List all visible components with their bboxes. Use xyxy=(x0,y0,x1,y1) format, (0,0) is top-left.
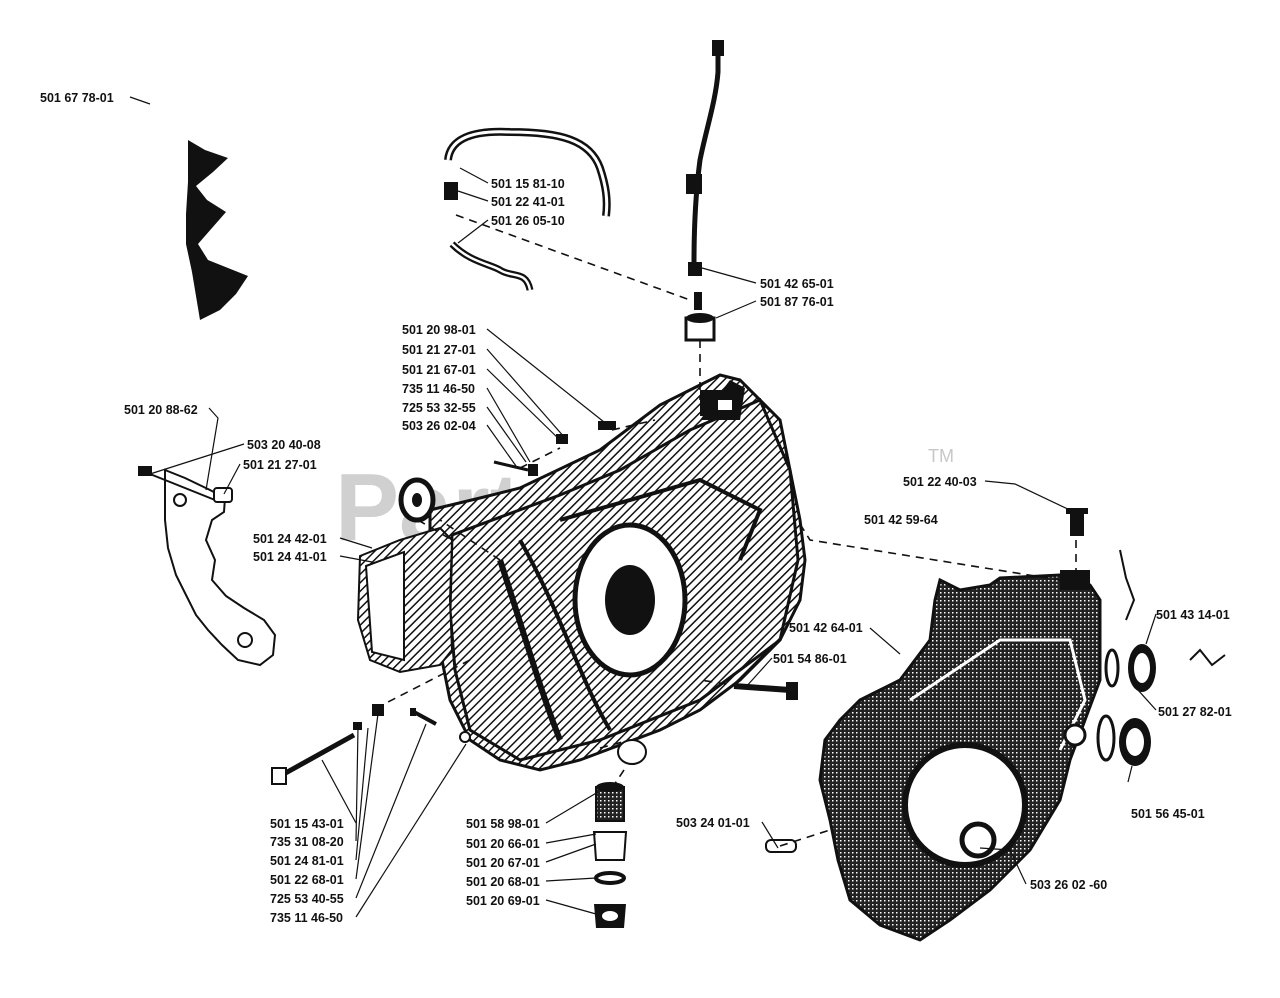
bumper-screw xyxy=(139,469,216,501)
part-number-label: 501 15 81-10 xyxy=(491,177,565,191)
main-crankcase-part xyxy=(428,373,807,772)
long-bolt-part xyxy=(280,732,356,778)
part-number-label: 501 42 65-01 xyxy=(760,277,834,291)
part-number-label: 501 58 98-01 xyxy=(466,817,540,831)
filler-top xyxy=(596,782,624,792)
plug-part xyxy=(617,739,647,765)
bumper-plate-part xyxy=(164,468,277,667)
screw-head xyxy=(410,708,416,716)
stud-part xyxy=(694,292,702,310)
part-number-label: 503 20 40-08 xyxy=(247,438,321,452)
part-number-label: 501 22 41-01 xyxy=(491,195,565,209)
bolt-head xyxy=(786,682,798,700)
spring-part xyxy=(1119,549,1136,621)
washer-hole xyxy=(412,493,422,507)
guide-plate-face xyxy=(364,550,405,662)
cable-ferrule xyxy=(688,262,702,276)
part-number-label: 501 21 67-01 xyxy=(402,363,476,377)
filter-screen-part xyxy=(592,831,628,861)
part-number-label: 501 24 42-01 xyxy=(253,532,327,546)
nut-part xyxy=(556,434,568,444)
part-number-label: 501 42 59-64 xyxy=(864,513,938,527)
bumper-screw-head xyxy=(138,466,152,476)
part-number-label: 735 11 46-50 xyxy=(270,911,343,925)
part-number-label: 501 21 27-01 xyxy=(402,343,476,357)
screw-head xyxy=(528,464,538,476)
assembly-lines xyxy=(387,214,1077,847)
bumper-hole xyxy=(237,632,253,648)
part-number-label: 501 20 69-01 xyxy=(466,894,540,908)
part-number-label: 501 15 43-01 xyxy=(270,817,344,831)
seal-inner xyxy=(1134,653,1150,683)
cable-nut xyxy=(686,174,702,194)
part-number-label: 725 53 32-55 xyxy=(402,401,476,415)
hose-fitting xyxy=(444,182,458,200)
bearing-ring xyxy=(1096,714,1116,762)
long-bolt-head xyxy=(271,767,287,785)
bumper-nut xyxy=(213,487,233,503)
part-number-label: 501 24 81-01 xyxy=(270,854,344,868)
part-number-label: 501 67 78-01 xyxy=(40,91,114,105)
part-number-label: 501 56 45-01 xyxy=(1131,807,1205,821)
small-part xyxy=(372,704,384,716)
part-number-label: 501 20 67-01 xyxy=(466,856,540,870)
part-number-label: 501 20 66-01 xyxy=(466,837,540,851)
rubber-sleeve-top xyxy=(686,313,714,323)
washer-part xyxy=(459,731,471,743)
part-number-label: 501 43 14-01 xyxy=(1156,608,1230,622)
watermark-tm: TM xyxy=(928,446,954,466)
bearing-inner xyxy=(1126,728,1144,756)
part-number-label: 501 54 86-01 xyxy=(773,652,847,666)
part-number-label: 725 53 40-55 xyxy=(270,892,344,906)
cable-end xyxy=(712,40,724,56)
part-number-label: 501 22 40-03 xyxy=(903,475,977,489)
part-number-label: 503 24 01-01 xyxy=(676,816,750,830)
right-crankcase-part xyxy=(818,570,1102,942)
part-number-label: 503 26 02-04 xyxy=(402,419,476,433)
part-number-label: 735 11 46-50 xyxy=(402,382,475,396)
cap-hole xyxy=(602,911,618,921)
part-labels: 501 67 78-01 501 15 81-10 501 22 41-01 5… xyxy=(40,91,1232,925)
bumper-hole xyxy=(173,493,187,507)
plug-top xyxy=(1066,508,1088,514)
o-ring-part xyxy=(594,871,626,885)
part-number-label: 501 27 82-01 xyxy=(1158,705,1232,719)
seal-ring xyxy=(1104,648,1120,688)
rubber-part xyxy=(598,421,616,430)
leader-lines xyxy=(129,96,1157,918)
part-number-label: 503 26 02 -60 xyxy=(1030,878,1107,892)
part-number-label: 501 20 88-62 xyxy=(124,403,198,417)
part-number-label: 501 21 27-01 xyxy=(243,458,317,472)
screw-part xyxy=(493,460,529,472)
bumper-spike-part xyxy=(186,140,248,320)
part-number-label: 501 20 68-01 xyxy=(466,875,540,889)
spring-part xyxy=(1189,648,1226,667)
part-number-label: 501 24 41-01 xyxy=(253,550,327,564)
screw-part xyxy=(413,710,437,726)
small-part xyxy=(353,722,362,730)
part-number-label: 735 31 08-20 xyxy=(270,835,344,849)
filler-part xyxy=(595,786,625,822)
plug-part xyxy=(1070,512,1084,536)
part-number-label: 501 22 68-01 xyxy=(270,873,344,887)
part-number-label: 501 42 64-01 xyxy=(789,621,863,635)
part-number-label: 501 87 76-01 xyxy=(760,295,834,309)
part-number-label: 501 20 98-01 xyxy=(402,323,476,337)
cable-part xyxy=(691,48,721,263)
bolt-part xyxy=(733,683,791,693)
part-number-label: 501 26 05-10 xyxy=(491,214,565,228)
